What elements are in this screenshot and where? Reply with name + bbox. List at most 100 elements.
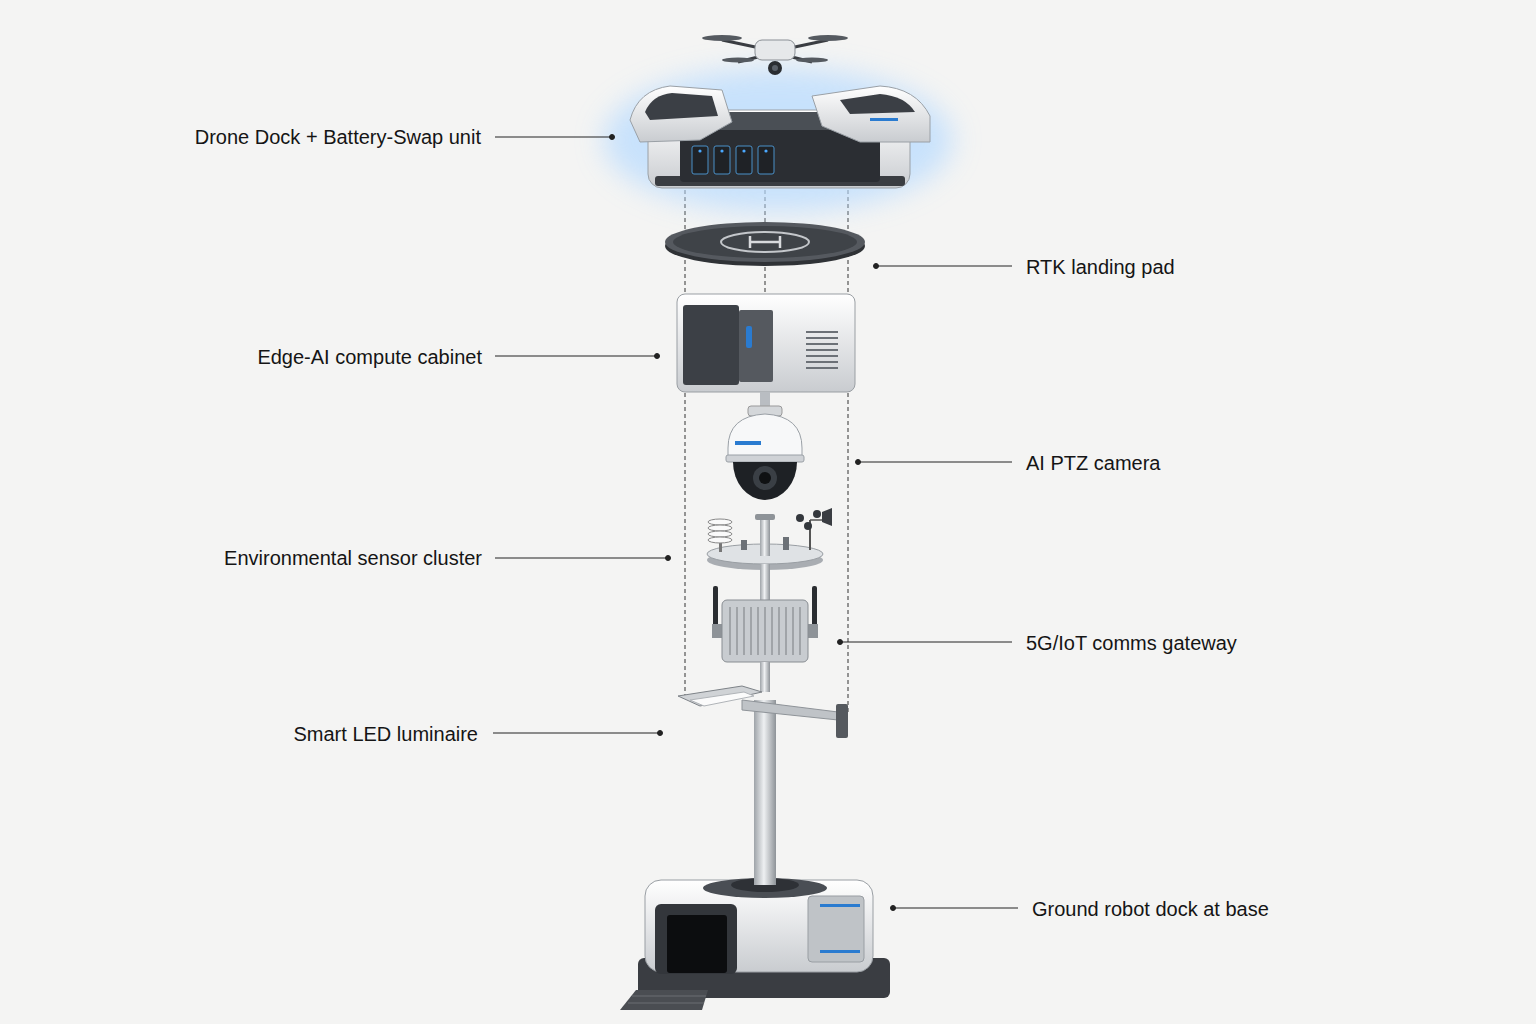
callout-label: Smart LED luminaire [293,722,478,746]
comms-gateway [729,607,731,655]
battery-slot [698,149,701,152]
ptz-camera [735,441,761,445]
leader-line [840,642,1012,643]
compute-cabinet [806,367,838,369]
drone [722,58,754,63]
compute-cabinet [806,337,838,339]
drone [722,40,828,62]
robot-dock [655,904,737,974]
drone-dock [840,94,915,114]
comms-gateway [757,607,759,655]
robot-dock [754,860,776,885]
landing-pad [721,232,809,252]
leader-line [874,264,879,269]
leader-line [610,135,615,140]
callout-label: RTK landing pad [1026,255,1175,279]
drone [722,40,760,48]
drone [808,35,848,41]
sensor-cluster [760,518,770,556]
leader-line [876,266,1012,267]
guide-line [685,190,686,700]
sensor-cluster [822,508,832,526]
battery-slot [692,146,708,174]
compute-cabinet [806,332,838,368]
robot-dock [628,1003,704,1004]
battery-slot [742,149,745,152]
battery-slot [714,146,730,174]
comms-gateway [712,564,818,692]
drone [790,40,828,48]
drone [772,65,778,71]
drone [702,35,848,75]
drone [755,40,795,60]
comms-gateway [778,607,780,655]
robot-dock [632,996,706,997]
ptz-camera [753,466,777,490]
battery-slot [764,149,767,152]
comms-gateway [736,607,738,655]
callout-label: Drone Dock + Battery-Swap unit [195,125,481,149]
leader-line [655,354,660,359]
drone-dock [812,86,930,142]
compute-cabinet [806,355,838,357]
compute-cabinet [677,294,855,392]
leader-line [495,356,657,357]
comms-gateway [760,662,770,692]
leader-line [856,460,861,465]
robot-dock [620,860,890,1010]
callout-label: Environmental sensor cluster [224,546,482,570]
comms-gateway [764,607,766,655]
compute-cabinet [806,361,838,363]
robot-dock [628,996,706,1003]
leader-line [858,462,1012,463]
compute-cabinet [806,331,838,333]
robot-dock [820,950,860,953]
comms-gateway [750,607,752,655]
sensor-cluster [708,531,732,537]
ptz-camera [726,455,804,462]
ptz-camera [726,392,804,500]
comms-gateway [785,607,787,655]
robot-dock [820,904,860,907]
callout-label: Edge-AI compute cabinet [257,345,482,369]
sensor-cluster [708,519,732,525]
comms-gateway [743,607,745,655]
led-luminaire [678,686,848,738]
comms-gateway [730,607,800,655]
callout-label: 5G/IoT comms gateway [1026,631,1237,655]
leader-line [493,135,1018,911]
ptz-camera [728,414,802,456]
callout-label: Ground robot dock at base [1032,897,1269,921]
compute-cabinet [806,349,838,351]
battery-slot [736,146,752,174]
sensor-cluster [741,540,747,550]
sensor-cluster [813,510,821,518]
sensor-cluster [755,514,775,520]
sensor-cluster [804,522,812,530]
leader-line [891,906,896,911]
drone [796,58,828,63]
landing-pad [750,241,780,244]
leader-line [893,908,1018,909]
comms-gateway [760,564,770,602]
drone-dock [870,118,898,121]
callout-label: AI PTZ camera [1026,451,1160,475]
battery-slot [720,149,723,152]
robot-dock [620,990,708,1010]
sensor-cluster [796,514,804,522]
compute-cabinet [677,294,855,392]
comms-gateway [722,600,808,662]
led-luminaire [690,692,754,706]
landing-pad [673,226,857,258]
comms-gateway [713,586,718,628]
comms-gateway [799,607,801,655]
sensor-cluster [707,508,832,570]
sensor-cluster [708,537,732,543]
battery-slot [758,146,774,174]
leader-line [495,137,612,138]
compute-cabinet [683,305,739,385]
led-luminaire [836,704,848,738]
ptz-camera [733,462,797,500]
